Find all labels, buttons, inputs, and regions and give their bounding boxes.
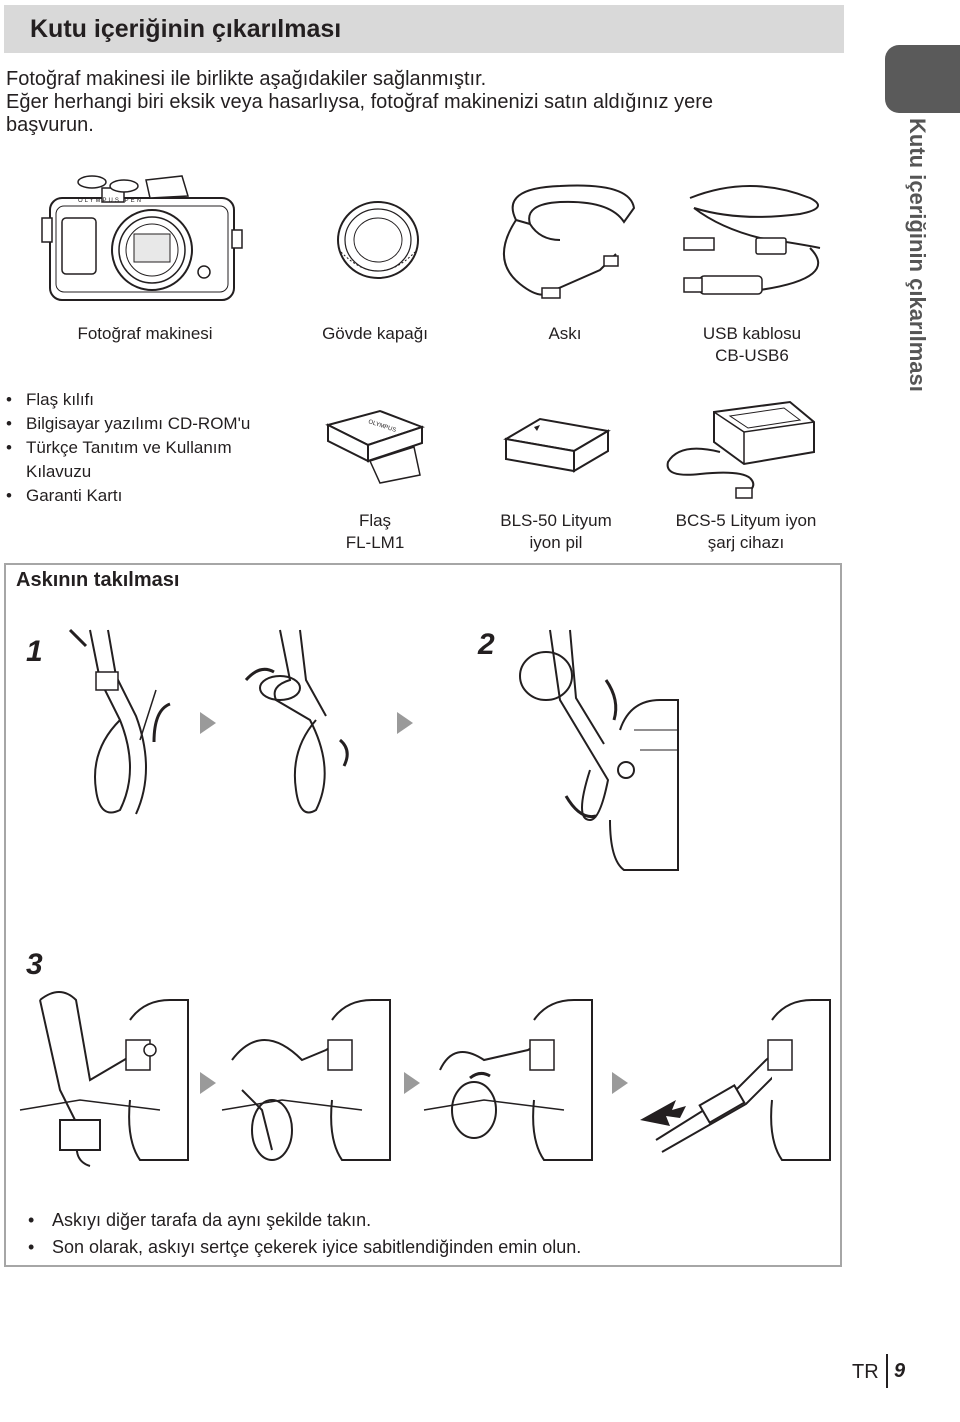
- list-item: Flaş kılıfı: [6, 388, 250, 412]
- strap-step-3c-illustration: [424, 980, 594, 1170]
- arrow-right-icon: [612, 1072, 628, 1094]
- caption-usb-cable: USB kablosu CB-USB6: [702, 324, 802, 365]
- body-cap-illustration: [335, 200, 421, 280]
- strap-attach-box: [4, 563, 842, 1267]
- step-number-1: 1: [26, 635, 43, 668]
- arrow-right-icon: [200, 1072, 216, 1094]
- arrow-right-icon: [404, 1072, 420, 1094]
- strap-step-1a-illustration: [60, 620, 180, 820]
- language-code: TR: [852, 1361, 879, 1383]
- camera-brand: OLYMPUS PEN: [78, 198, 143, 204]
- strap-step-1b-illustration: [240, 620, 360, 820]
- strap-step-2-illustration: [510, 620, 680, 880]
- list-item: Türkçe Tanıtım ve Kullanım Kılavuzu: [6, 436, 250, 484]
- title-bar: Kutu içeriğinin çıkarılması: [4, 5, 844, 53]
- list-item: Askıyı diğer tarafa da aynı şekilde takı…: [28, 1207, 581, 1234]
- strap-step-3a-illustration: [20, 980, 190, 1170]
- intro-line: Eğer herhangi biri eksik veya hasarlıysa…: [6, 91, 714, 113]
- caption-flash: Flaş FL-LM1: [345, 511, 405, 552]
- chapter-tab: [885, 45, 960, 113]
- page-number: 9: [894, 1360, 906, 1382]
- list-item: Son olarak, askıyı sertçe çekerek iyice …: [28, 1234, 581, 1261]
- strap-step-3d-illustration: [640, 980, 832, 1170]
- caption-camera: Fotoğraf makinesi: [77, 324, 213, 343]
- chapter-tab-label: Kutu içeriğinin çıkarılması: [905, 118, 930, 392]
- usb-cable-illustration: [680, 178, 830, 302]
- accessory-list: Flaş kılıfı Bilgisayar yazılımı CD-ROM'u…: [6, 388, 250, 508]
- battery-illustration: [500, 415, 612, 475]
- intro-line: Fotoğraf makinesi ile birlikte aşağıdaki…: [6, 68, 487, 90]
- intro-line: başvurun.: [6, 114, 94, 136]
- divider: [886, 1354, 888, 1388]
- caption-battery: BLS-50 Lityum iyon pil: [500, 511, 612, 552]
- caption-body-cap: Gövde kapağı: [322, 324, 428, 343]
- step-number-3: 3: [26, 948, 43, 981]
- strap-illustration: [490, 180, 650, 310]
- flash-illustration: OLYMPUS: [320, 405, 430, 485]
- arrow-right-icon: [200, 712, 216, 734]
- strap-step-3b-illustration: [222, 980, 392, 1170]
- arrow-right-icon: [397, 712, 413, 734]
- caption-charger: BCS-5 Lityum iyon şarj cihazı: [675, 511, 817, 552]
- strap-notes: Askıyı diğer tarafa da aynı şekilde takı…: [28, 1207, 581, 1261]
- camera-illustration: OLYMPUS PEN: [42, 168, 242, 308]
- caption-strap: Askı: [548, 324, 582, 343]
- page-title: Kutu içeriğinin çıkarılması: [30, 15, 342, 43]
- charger-illustration: [660, 392, 820, 502]
- intro-paragraph: Fotoğraf makinesi ile birlikte aşağıdaki…: [6, 68, 826, 137]
- list-item: Bilgisayar yazılımı CD-ROM'u: [6, 412, 250, 436]
- list-item: Garanti Kartı: [6, 484, 250, 508]
- section-heading: Askının takılması: [16, 569, 180, 591]
- step-number-2: 2: [478, 628, 495, 661]
